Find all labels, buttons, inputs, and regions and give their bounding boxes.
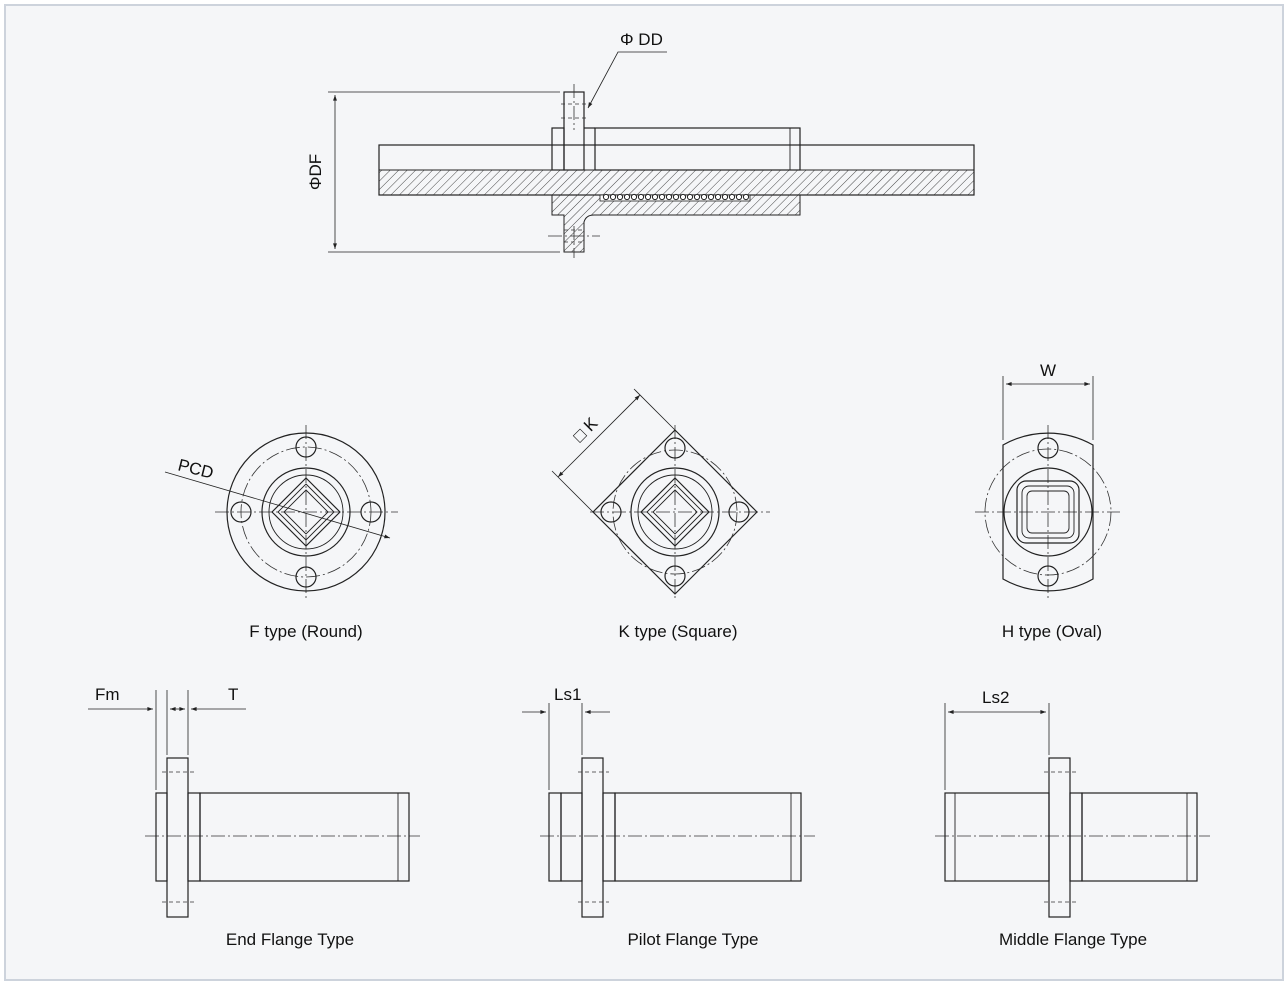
section-view: ΦDF Φ DD (306, 30, 975, 258)
bushing-body (594, 127, 801, 171)
label-k-type: K type (Square) (618, 622, 737, 641)
middle-flange-view: Ls2 Middle Flange Type (935, 688, 1210, 949)
dim-ls2: Ls2 (982, 688, 1009, 707)
dim-t: T (228, 685, 238, 704)
lower-section-hatch (551, 194, 801, 253)
dim-df: ΦDF (306, 154, 325, 190)
end-flange-view: Fm T End Flange Type (88, 685, 420, 949)
label-h-type: H type (Oval) (1002, 622, 1102, 641)
dim-w: W (1040, 361, 1056, 380)
f-type-round-view: PCD F type (Round) (164, 425, 398, 641)
label-f-type: F type (Round) (249, 622, 362, 641)
h-type-oval-view: W H type (Oval) (975, 361, 1120, 641)
pilot-flange-view: Ls1 Pilot Flange Type (522, 685, 815, 949)
dim-dd: Φ DD (620, 30, 663, 49)
dim-fm: Fm (95, 685, 120, 704)
label-end-flange: End Flange Type (226, 930, 354, 949)
dim-ls1: Ls1 (554, 685, 581, 704)
label-middle-flange: Middle Flange Type (999, 930, 1147, 949)
ball-row (602, 193, 750, 201)
label-pilot-flange: Pilot Flange Type (627, 930, 758, 949)
shaft-section-hatch (378, 169, 975, 196)
